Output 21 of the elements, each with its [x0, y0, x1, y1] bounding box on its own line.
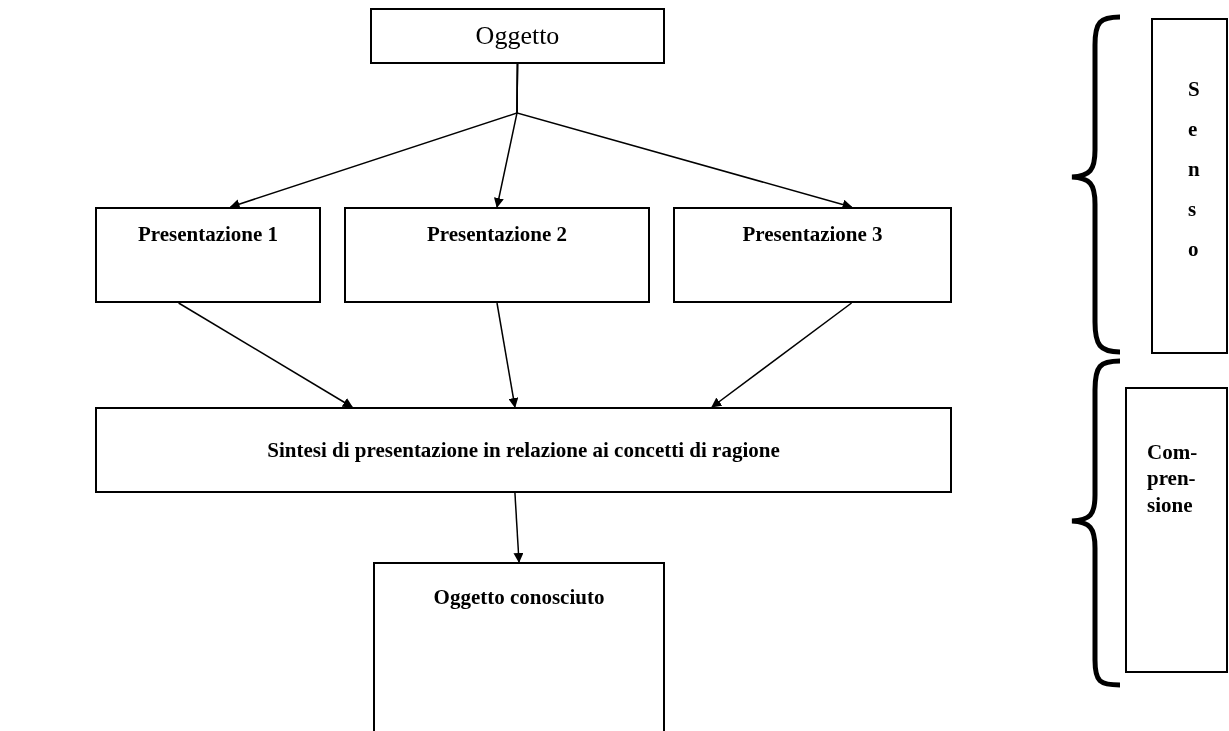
box-label: Oggetto conosciuto [433, 584, 605, 611]
box-label: Presentazione 3 [742, 221, 883, 248]
box-label: Sintesi di presentazione in relazione ai concetti di ragione [267, 436, 780, 464]
arrow [516, 63, 853, 210]
process-box [373, 562, 665, 731]
arrow [496, 302, 519, 408]
process-box [1125, 387, 1228, 673]
arrow [177, 302, 353, 408]
box-label: Presentazione 2 [426, 221, 568, 248]
arrow [711, 302, 853, 408]
process-box [673, 207, 952, 303]
box-label: Com- pren- sione [1147, 439, 1199, 518]
process-box [344, 207, 650, 303]
box-label: Presentazione 1 [137, 221, 279, 248]
arrow [513, 492, 524, 563]
process-box [95, 207, 321, 303]
box-label: Oggetto [475, 19, 560, 52]
process-box [370, 8, 665, 64]
box-label: Senso [1188, 76, 1209, 263]
process-box [1151, 18, 1228, 354]
process-box [95, 407, 952, 493]
